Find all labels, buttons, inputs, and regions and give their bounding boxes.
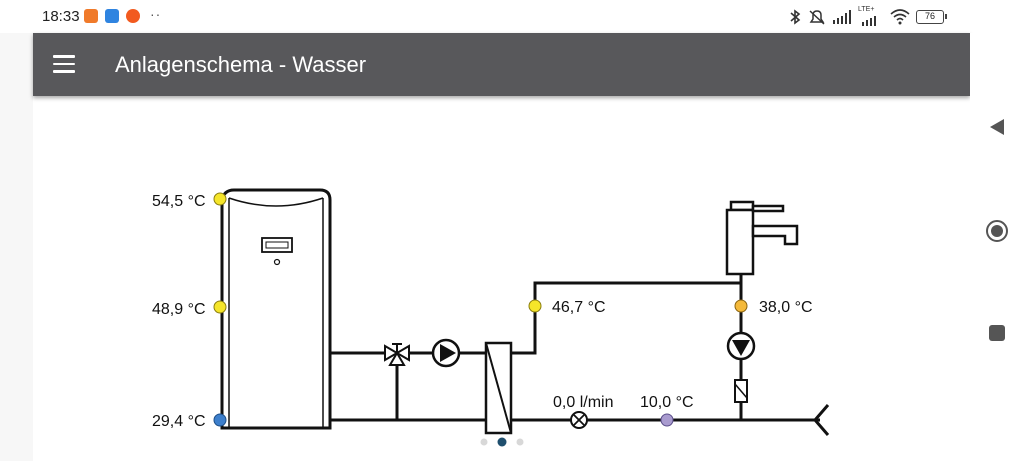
- circulation-pump-icon: [431, 338, 461, 368]
- faucet-icon: [725, 200, 799, 276]
- tank-bottom-temperature: 29,4 °C: [152, 413, 206, 430]
- bluetooth-icon: [790, 9, 801, 25]
- navigation-bar: [970, 33, 1024, 461]
- circulation-temperature: 38,0 °C: [759, 299, 813, 316]
- back-triangle-icon[interactable]: [987, 117, 1007, 137]
- flow-meter-icon: [570, 411, 588, 429]
- recents-square-icon[interactable]: [988, 324, 1006, 342]
- sensor-cold-water: [660, 413, 674, 427]
- notification-app-icon: [84, 9, 98, 23]
- three-way-valve-icon: [384, 343, 410, 366]
- left-margin: [0, 33, 33, 461]
- wifi-icon: [890, 9, 910, 25]
- cold-water-temperature: 10,0 °C: [640, 394, 694, 411]
- circulation-pump-down-icon: [726, 331, 756, 361]
- mute-icon: [809, 10, 825, 25]
- page-indicator: [480, 437, 524, 447]
- supply-temperature: 46,7 °C: [552, 299, 606, 316]
- status-bar: 18:33 ·· LTE+ 76: [0, 0, 1024, 33]
- page-dot-2-active[interactable]: [497, 437, 507, 447]
- check-valve-icon: [734, 379, 748, 403]
- flow-rate-value: 0,0 l/min: [553, 394, 613, 411]
- tank-middle-temperature: 48,9 °C: [152, 301, 206, 318]
- status-icons: LTE+ 76: [788, 6, 947, 27]
- sensor-circulation: [734, 299, 748, 313]
- sensor-tank-middle: [213, 300, 227, 314]
- hamburger-menu-icon[interactable]: [53, 55, 75, 73]
- battery-icon: 76: [916, 10, 947, 24]
- tank-top-temperature: 54,5 °C: [152, 193, 206, 210]
- app-bar: Anlagenschema - Wasser: [33, 33, 970, 96]
- page-dot-1[interactable]: [480, 438, 488, 446]
- status-time: 18:33: [42, 8, 80, 25]
- sensor-tank-top: [213, 192, 227, 206]
- notification-mail-icon: [105, 9, 119, 23]
- home-circle-icon[interactable]: [985, 219, 1009, 243]
- lte-signal-icon: LTE+: [858, 6, 884, 26]
- network-type: LTE+: [858, 6, 875, 13]
- sensor-tank-bottom: [213, 413, 227, 427]
- notification-browser-icon: [126, 9, 140, 23]
- page-title: Anlagenschema - Wasser: [115, 52, 367, 77]
- water-system-diagram: 54,5 °C 48,9 °C 29,4 °C 46,7 °C 38,0 °C …: [152, 188, 830, 447]
- heat-exchanger-icon: [484, 341, 513, 435]
- sensor-supply: [528, 299, 542, 313]
- page-dot-3[interactable]: [516, 438, 524, 446]
- signal-icon: [833, 10, 851, 24]
- more-notifications-indicator: ··: [150, 6, 162, 22]
- hot-water-storage-tank: [220, 188, 332, 430]
